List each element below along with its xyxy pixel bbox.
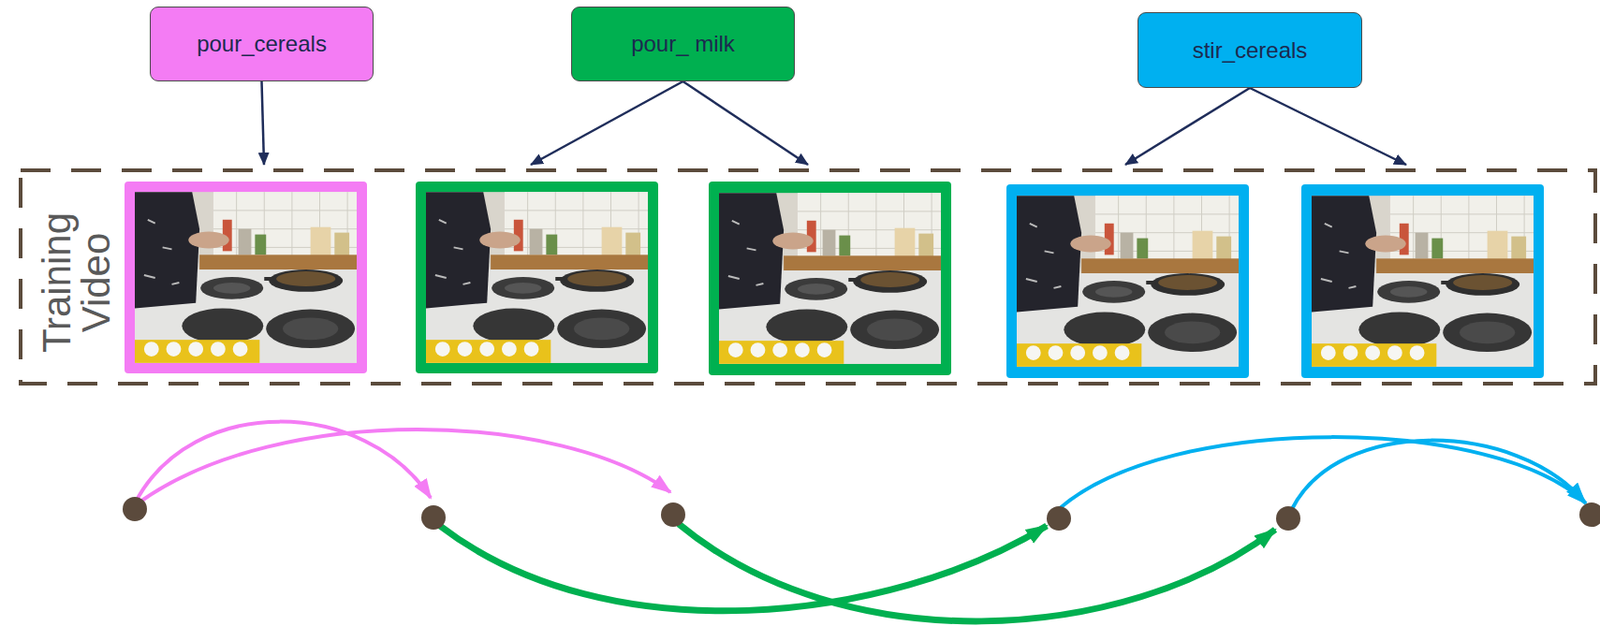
state-dot xyxy=(1579,502,1600,528)
action-label-box: pour_ milk xyxy=(571,6,795,82)
transition-arc xyxy=(678,524,1276,622)
label-arrow xyxy=(530,81,684,165)
frame-border xyxy=(708,181,952,376)
state-dot xyxy=(421,505,446,530)
transition-arc xyxy=(140,429,671,502)
state-dot xyxy=(660,502,686,528)
dashed-outline-rect xyxy=(20,170,1596,384)
state-dot xyxy=(122,497,147,522)
dashed-outline xyxy=(18,168,1598,386)
action-label: pour_ milk xyxy=(631,30,735,58)
state-dot xyxy=(1276,506,1301,531)
video-frame xyxy=(1311,195,1534,367)
action-label: pour_cereals xyxy=(196,30,327,58)
transition-arc xyxy=(1291,440,1585,510)
frame-border xyxy=(124,181,367,374)
video-region: Training Video xyxy=(18,168,1598,386)
action-label: stir_cereals xyxy=(1192,37,1308,64)
action-label-box: stir_cereals xyxy=(1137,12,1363,89)
transition-arc xyxy=(134,422,431,504)
label-arrow xyxy=(262,81,265,165)
state-dot xyxy=(1046,506,1072,531)
video-frame xyxy=(1016,195,1239,367)
frame-border xyxy=(1006,184,1249,379)
label-arrow xyxy=(1249,88,1407,165)
region-heading: Training Video xyxy=(37,193,117,372)
transition-arc xyxy=(1058,437,1586,510)
label-arrow xyxy=(683,81,809,165)
video-frame xyxy=(719,192,941,365)
action-label-box: pour_cereals xyxy=(149,6,374,82)
label-arrow xyxy=(1125,88,1250,165)
frame-border xyxy=(1301,184,1544,379)
frame-border xyxy=(415,181,659,374)
video-frame xyxy=(425,191,648,364)
video-frame xyxy=(134,191,357,364)
